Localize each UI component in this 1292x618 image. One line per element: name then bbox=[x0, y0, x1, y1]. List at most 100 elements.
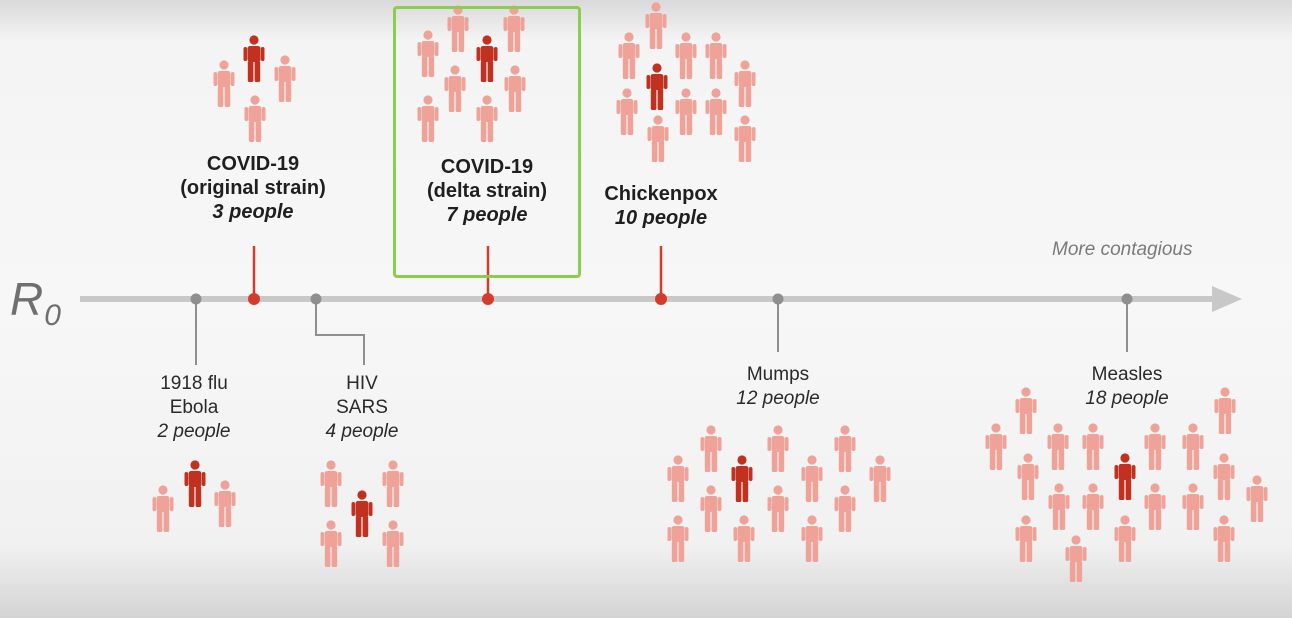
person-icon bbox=[1082, 483, 1104, 530]
person-icon bbox=[152, 485, 174, 532]
people-cluster-chickenpox bbox=[616, 2, 756, 162]
axis-marker-chickenpox bbox=[655, 293, 667, 305]
label-measles: Measles 18 people bbox=[1057, 363, 1197, 411]
person-icon bbox=[700, 425, 722, 472]
person-icon bbox=[1144, 483, 1166, 530]
person-icon bbox=[1213, 453, 1235, 500]
disease-count: 10 people bbox=[614, 207, 708, 229]
marker-stem bbox=[315, 299, 365, 365]
disease-name: COVID-19 bbox=[440, 156, 534, 178]
person-icon bbox=[1214, 387, 1236, 434]
person-icon bbox=[274, 55, 296, 102]
disease-name: Ebola bbox=[169, 397, 219, 418]
label-flu-ebola: 1918 flu Ebola 2 people bbox=[128, 372, 260, 444]
person-icon bbox=[214, 480, 236, 527]
axis-arrow-icon bbox=[1212, 286, 1242, 312]
person-icon bbox=[645, 2, 667, 49]
person-icon bbox=[733, 515, 755, 562]
person-icon bbox=[382, 520, 404, 567]
axis-subscript: 0 bbox=[44, 299, 62, 333]
person-icon bbox=[1048, 483, 1070, 530]
people-cluster-flu-ebola bbox=[152, 460, 236, 532]
label-chickenpox: Chickenpox 10 people bbox=[586, 182, 736, 230]
disease-name: Measles bbox=[1091, 364, 1163, 385]
person-icon bbox=[1182, 483, 1204, 530]
person-icon bbox=[320, 460, 342, 507]
axis-marker-hiv-sars bbox=[310, 293, 322, 305]
disease-name: COVID-19 bbox=[206, 153, 300, 175]
person-icon bbox=[647, 115, 669, 162]
person-icon bbox=[705, 88, 727, 135]
person-icon bbox=[1015, 387, 1037, 434]
person-icon bbox=[1182, 423, 1204, 470]
person-icon bbox=[801, 515, 823, 562]
disease-count: 3 people bbox=[212, 201, 294, 223]
person-icon bbox=[646, 63, 668, 110]
disease-name: Chickenpox bbox=[604, 183, 718, 205]
person-icon bbox=[731, 455, 753, 502]
disease-name: SARS bbox=[336, 397, 388, 418]
person-icon bbox=[734, 115, 756, 162]
axis-marker-covid-original bbox=[248, 293, 260, 305]
delta-highlight-box bbox=[393, 6, 581, 278]
person-icon bbox=[1047, 423, 1069, 470]
person-icon bbox=[320, 520, 342, 567]
people-cluster-mumps bbox=[667, 425, 891, 562]
person-icon bbox=[1065, 535, 1087, 582]
person-icon bbox=[1017, 453, 1039, 500]
person-icon bbox=[675, 32, 697, 79]
person-icon bbox=[213, 60, 235, 107]
disease-count: 2 people bbox=[157, 421, 231, 442]
label-mumps: Mumps 12 people bbox=[708, 363, 848, 411]
disease-name: HIV bbox=[346, 373, 378, 394]
disease-name: (original strain) bbox=[180, 177, 326, 199]
person-icon bbox=[616, 88, 638, 135]
disease-count: 7 people bbox=[446, 204, 528, 226]
people-cluster-measles bbox=[985, 387, 1268, 582]
disease-name: 1918 flu bbox=[160, 373, 228, 394]
person-icon bbox=[985, 423, 1007, 470]
disease-count: 12 people bbox=[736, 388, 820, 409]
person-icon bbox=[801, 455, 823, 502]
person-icon bbox=[351, 490, 373, 537]
person-icon bbox=[869, 455, 891, 502]
person-icon bbox=[1114, 453, 1136, 500]
person-icon bbox=[243, 35, 265, 82]
label-covid-delta: COVID-19 (delta strain) 7 people bbox=[393, 155, 581, 227]
disease-name: Mumps bbox=[746, 364, 810, 385]
person-icon bbox=[1114, 515, 1136, 562]
person-icon bbox=[1082, 423, 1104, 470]
disease-count: 4 people bbox=[325, 421, 399, 442]
people-cluster-hiv-sars bbox=[320, 460, 404, 567]
r0-axis-title: R0 bbox=[10, 272, 62, 333]
axis-marker-flu-ebola bbox=[190, 293, 202, 305]
person-icon bbox=[1213, 515, 1235, 562]
disease-count: 18 people bbox=[1085, 388, 1169, 409]
axis-marker-mumps bbox=[772, 293, 784, 305]
axis-marker-covid-delta bbox=[482, 293, 494, 305]
person-icon bbox=[1246, 475, 1268, 522]
disease-name: (delta strain) bbox=[426, 180, 548, 202]
person-icon bbox=[767, 425, 789, 472]
axis-marker-measles bbox=[1121, 293, 1133, 305]
person-icon bbox=[767, 485, 789, 532]
person-icon bbox=[1144, 423, 1166, 470]
person-icon bbox=[705, 32, 727, 79]
person-icon bbox=[667, 455, 689, 502]
direction-label: More contagious bbox=[1052, 239, 1193, 260]
person-icon bbox=[382, 460, 404, 507]
person-icon bbox=[834, 485, 856, 532]
label-hiv-sars: HIV SARS 4 people bbox=[296, 372, 428, 444]
person-icon bbox=[700, 485, 722, 532]
person-icon bbox=[1015, 515, 1037, 562]
person-icon bbox=[675, 88, 697, 135]
person-icon bbox=[834, 425, 856, 472]
label-covid-original: COVID-19 (original strain) 3 people bbox=[148, 152, 358, 224]
person-icon bbox=[618, 32, 640, 79]
person-icon bbox=[244, 95, 266, 142]
axis-symbol: R bbox=[10, 273, 45, 325]
person-icon bbox=[667, 515, 689, 562]
people-cluster-covid-original bbox=[213, 35, 296, 142]
